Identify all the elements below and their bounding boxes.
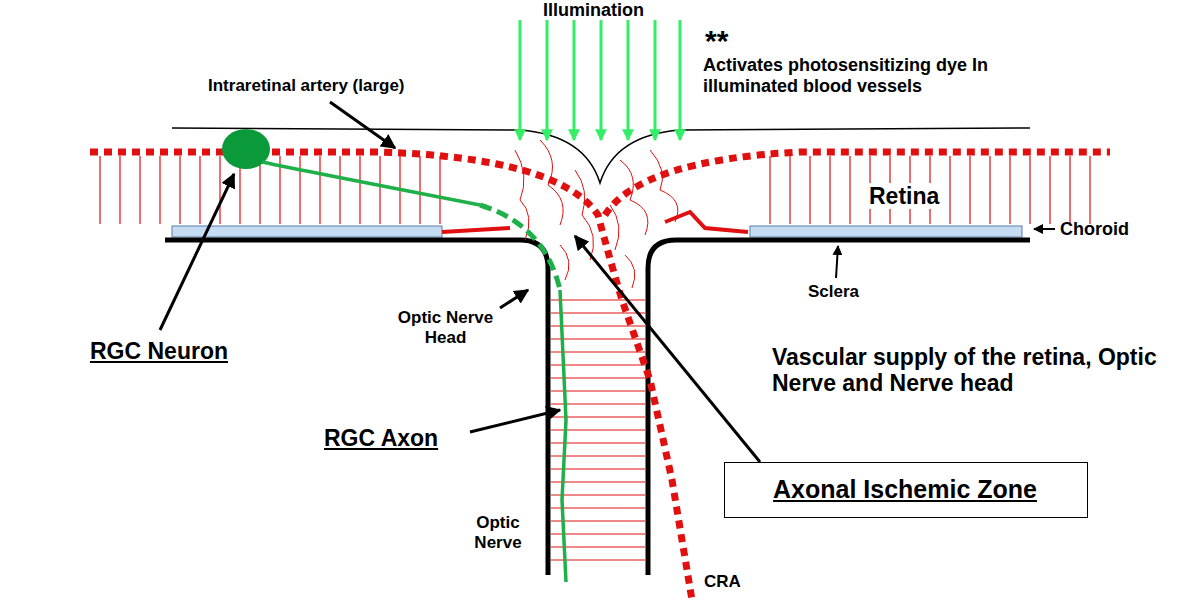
nerve-capillary [551, 495, 645, 496]
nerve-capillary [551, 482, 645, 483]
part-label: RGC Axon [324, 425, 438, 451]
retinal-capillary [379, 156, 380, 224]
part-label: Optic Nerve Head [388, 308, 503, 347]
retinal-capillary [299, 156, 300, 224]
retinal-capillary [809, 156, 810, 224]
retinal-capillary [949, 156, 950, 224]
retinal-capillary [989, 156, 990, 224]
part-label: Retina [866, 183, 942, 209]
retinal-capillary [119, 156, 120, 224]
nerve-capillary [551, 352, 645, 353]
retinal-capillary [1049, 156, 1050, 224]
retinal-capillary [1089, 156, 1090, 224]
retinal-capillary [1029, 156, 1030, 224]
retinal-capillary [1069, 156, 1070, 224]
part-label: Sclera [808, 282, 859, 302]
part-label: Intraretinal artery (large) [208, 76, 405, 96]
retinal-capillary [769, 156, 770, 224]
retinal-capillary [179, 156, 180, 224]
callout-box: Axonal Ischemic Zone [724, 462, 1088, 518]
nerve-capillary [551, 521, 645, 522]
note-text: Activates photosensitizing dye In illumi… [703, 55, 1003, 96]
retinal-capillary [139, 156, 140, 224]
heading-text: Vascular supply of the retina, Optic Ner… [772, 344, 1172, 397]
retinal-capillary [339, 156, 340, 224]
nerve-capillary [551, 313, 645, 314]
nerve-capillary [551, 300, 645, 301]
retinal-capillary [219, 156, 220, 224]
part-label: Choroid [1060, 219, 1129, 240]
retinal-capillary [99, 156, 100, 224]
retinal-capillary [319, 156, 320, 224]
retinal-capillary [259, 156, 260, 224]
footnote-mark: ** [705, 24, 728, 59]
retinal-capillary [789, 156, 790, 224]
part-label: RGC Neuron [90, 338, 228, 364]
nerve-capillary [551, 508, 645, 509]
retinal-capillary [159, 156, 160, 224]
retinal-capillary [849, 156, 850, 224]
retinal-capillary [1009, 156, 1010, 224]
callout-text: Axonal Ischemic Zone [773, 475, 1039, 504]
retinal-capillary [419, 156, 420, 224]
illumination-label: Illumination [543, 0, 644, 21]
retinal-capillary [969, 156, 970, 224]
part-label: Optic Nerve [458, 513, 538, 552]
retinal-capillary [829, 156, 830, 224]
nerve-capillary [551, 339, 645, 340]
retinal-capillary [199, 156, 200, 224]
nerve-capillary [551, 326, 645, 327]
retinal-capillary [439, 156, 440, 224]
retinal-capillary [359, 156, 360, 224]
part-label: CRA [704, 572, 741, 592]
